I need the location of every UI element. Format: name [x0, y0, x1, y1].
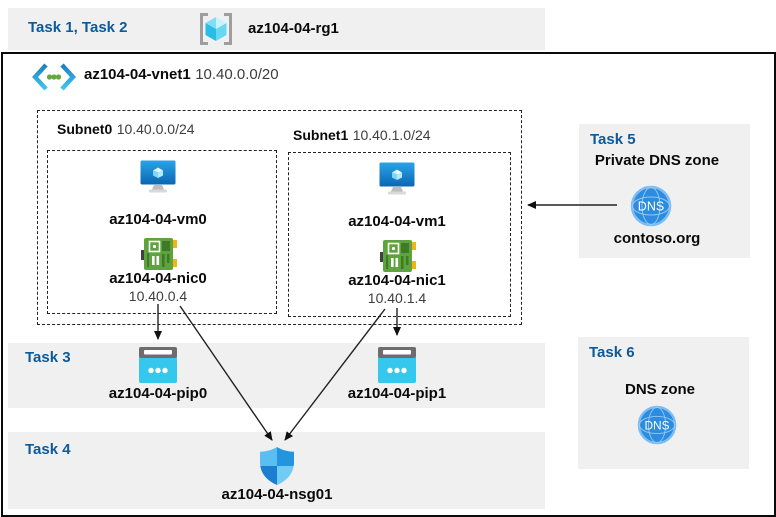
vm1-label: az104-04-vm1 — [348, 213, 446, 230]
nic0-icon — [141, 238, 177, 270]
subnet1-cidr: 10.40.1.0/24 — [352, 127, 431, 143]
vm0-label: az104-04-vm0 — [109, 211, 207, 228]
dns-badge-text: DNS — [644, 418, 669, 432]
nic1-ip: 10.40.1.4 — [367, 290, 427, 306]
task6-panel: Task 6 DNS zone DNS — [578, 337, 749, 469]
vnet-name: az104-04-vnet1 — [84, 66, 191, 83]
virtual-network-icon — [32, 63, 76, 91]
subnet0-box — [47, 150, 277, 314]
pip0-icon — [139, 347, 177, 383]
subnet1-box — [288, 152, 511, 317]
private-dns-zone-title: Private DNS zone — [594, 152, 720, 169]
pip0-label: az104-04-pip0 — [108, 385, 208, 402]
dns-zone-title: DNS zone — [624, 381, 695, 398]
nic0-label: az104-04-nic0 — [109, 270, 207, 287]
task5-label: Task 5 — [590, 131, 636, 148]
resource-group-name: az104-04-rg1 — [248, 20, 339, 37]
nsg-label: az104-04-nsg01 — [221, 486, 333, 503]
subnet1-title: Subnet1 10.40.1.0/24 — [293, 127, 431, 145]
vnet-cidr: 10.40.0.0/20 — [195, 66, 279, 83]
diagram-frame — [1, 52, 776, 517]
vm0-icon — [140, 160, 176, 193]
task1-2-band: Task 1, Task 2 az104-04-rg1 — [8, 8, 545, 50]
subnet0-name: Subnet0 — [57, 121, 113, 137]
resource-group-icon — [200, 13, 232, 45]
vm1-icon — [379, 162, 415, 195]
subnet0-cidr: 10.40.0.0/24 — [116, 121, 195, 137]
dns-badge-text: DNS — [638, 200, 664, 214]
vnet-title: az104-04-vnet1 10.40.0.0/20 — [84, 66, 279, 84]
nsg-shield-icon — [260, 447, 294, 485]
task5-panel: Task 5 Private DNS zone DNS contoso.org — [579, 124, 750, 258]
pip1-label: az104-04-pip1 — [347, 385, 447, 402]
nic0-ip: 10.40.0.4 — [128, 288, 188, 304]
pip1-icon — [378, 347, 416, 383]
contoso-zone-label: contoso.org — [613, 230, 701, 247]
nic1-icon — [380, 240, 416, 272]
task3-band: Task 3 — [8, 343, 545, 408]
nic1-label: az104-04-nic1 — [348, 272, 446, 289]
task1-2-label: Task 1, Task 2 — [28, 19, 128, 36]
subnet1-name: Subnet1 — [293, 127, 349, 143]
task4-label: Task 4 — [25, 441, 71, 458]
task3-label: Task 3 — [25, 349, 71, 366]
subnets-container — [37, 110, 522, 325]
private-dns-icon: DNS — [630, 185, 672, 227]
dns-zone-icon: DNS — [637, 405, 677, 445]
subnet0-title: Subnet0 10.40.0.0/24 — [57, 121, 195, 139]
task6-label: Task 6 — [589, 344, 635, 361]
